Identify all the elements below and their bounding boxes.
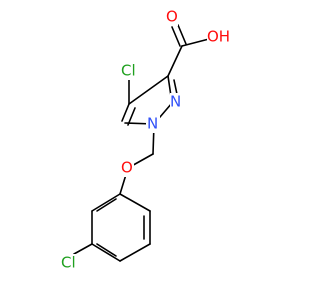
- bond-c-o-double-a: [171, 26, 181, 47]
- atom-cl-phenyl: Cl: [61, 254, 76, 272]
- oh-bg: [207, 28, 235, 46]
- atom-n1: N: [147, 115, 158, 133]
- cl-pyrazole-bg: [120, 62, 142, 80]
- o-carbonyl-bg: [164, 8, 178, 26]
- atom-n2: N: [170, 93, 181, 111]
- n2-bg: [170, 93, 182, 111]
- n1-bg: [146, 115, 160, 133]
- bond-phenyl-cl: [73, 243, 93, 255]
- bond-ph-inner-2: [96, 243, 117, 257]
- bond-ph-c3-c4: [119, 243, 151, 262]
- bond-ph-inner-3: [96, 198, 117, 212]
- atom-oh: OH: [207, 28, 230, 46]
- bond-c3-c4: [128, 75, 169, 105]
- bond-c-oh: [181, 38, 210, 47]
- atom-labels: Cl O OH N N O Cl: [60, 8, 235, 272]
- cl-phenyl-bg: [60, 254, 84, 272]
- bond-c3-cooh: [167, 45, 183, 77]
- bond-c4-c5-a: [121, 103, 130, 122]
- atom-o-ether: O: [121, 159, 133, 177]
- bond-ph-c4-c5: [91, 243, 121, 262]
- atom-o-carbonyl: O: [166, 8, 178, 26]
- atom-cl-pyrazole: Cl: [121, 62, 136, 80]
- bond-ph-c1-c2: [119, 193, 151, 212]
- bond-c4-c5-b: [127, 107, 136, 126]
- bond-ph-c6-c1: [91, 193, 121, 212]
- o-ether-bg: [120, 159, 134, 177]
- bond-c-o-double-b: [177, 24, 187, 45]
- bonds: [73, 24, 210, 262]
- molecule-structure: Cl O OH N N O Cl: [60, 7, 235, 272]
